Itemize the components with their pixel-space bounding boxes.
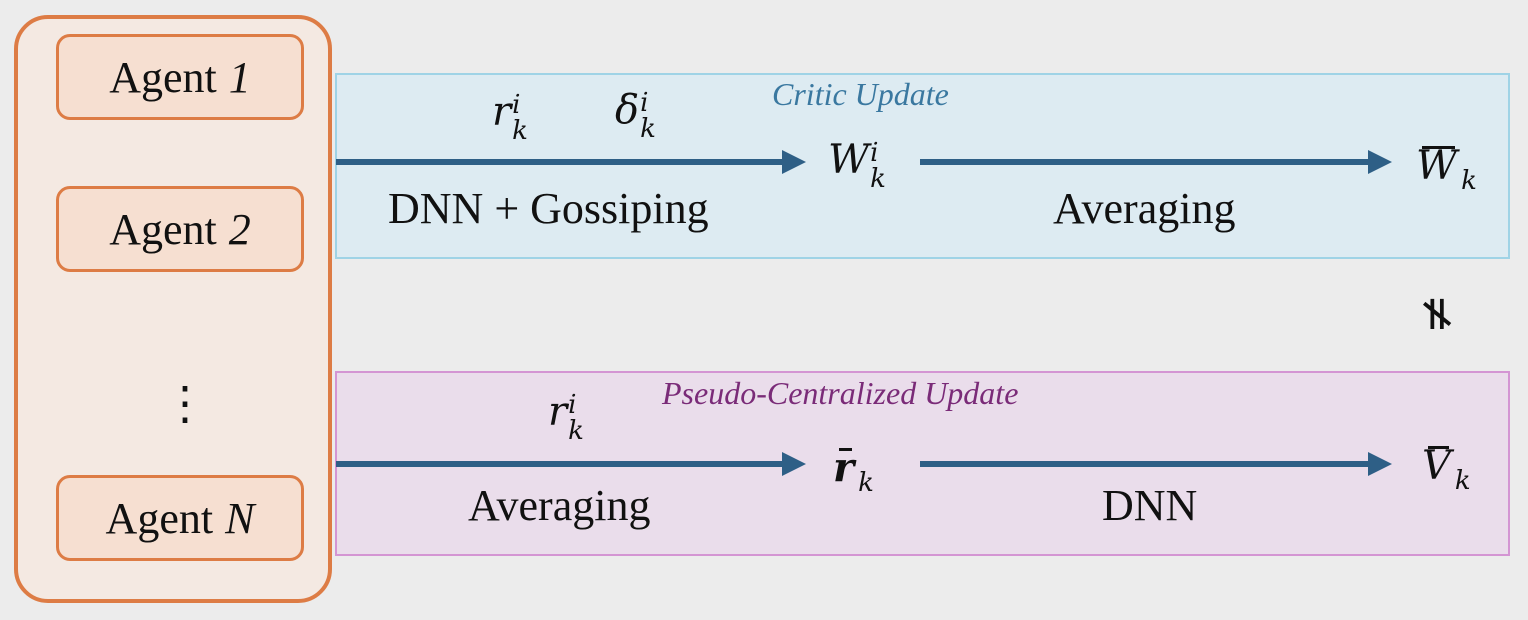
agent-label: Agent: [109, 52, 217, 102]
agents-ellipsis: ⋮: [162, 378, 208, 429]
arrow-agents-to-local-weight: [336, 150, 806, 174]
arrow-local-to-avg-weight: [920, 150, 1392, 174]
critic-step1-label: DNN + Gossiping: [388, 184, 709, 233]
critic-step2-label: Averaging: [1053, 184, 1236, 233]
agent-label: Agent: [105, 493, 214, 543]
pseudo-centralized-update-title: Pseudo-Centralized Update: [662, 375, 1019, 411]
agent-index: N: [225, 493, 255, 543]
agent-index: 2: [228, 204, 251, 254]
arrow-agents-to-avg-reward: [336, 452, 806, 476]
critic-update-title: Critic Update: [772, 76, 949, 112]
pseudo-step2-label: DNN: [1102, 481, 1198, 530]
agent-label: Agent: [109, 204, 217, 254]
critic-update-panel: [335, 73, 1510, 259]
agent-index: 1: [228, 52, 251, 102]
pseudo-step1-label: Averaging: [468, 481, 651, 530]
arrow-avg-reward-to-value: [920, 452, 1392, 476]
